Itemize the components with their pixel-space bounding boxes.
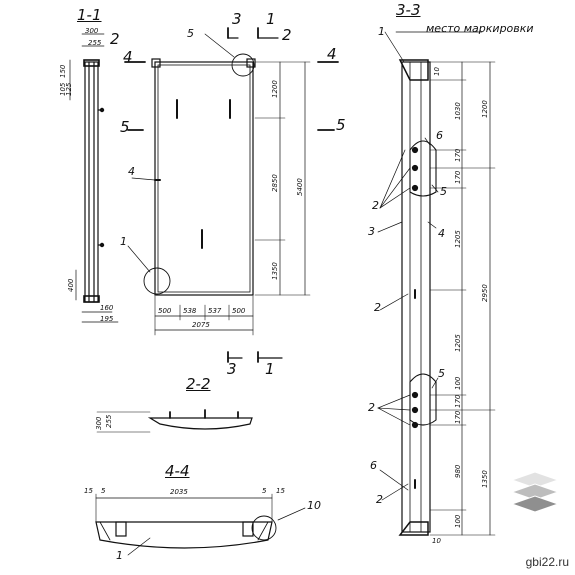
dim-front-2075: 2075 — [192, 321, 210, 329]
position-1-front: 1 — [120, 235, 127, 248]
dim-33-1205-b: 1205 — [454, 334, 462, 352]
position-4-front: 4 — [128, 165, 135, 178]
dim-33-1030: 1030 — [454, 102, 462, 120]
dim-33-1200: 1200 — [481, 100, 489, 118]
cut-mark-3-top: 3 — [232, 10, 242, 28]
dim-33-170-b: 170 — [454, 170, 462, 184]
dim-33-10-bottom: 10 — [432, 537, 441, 545]
cut-mark-4-left: 4 — [123, 48, 133, 66]
dim-33-980: 980 — [454, 464, 462, 478]
watermark-text: gbi22.ru — [525, 555, 569, 569]
dim-front-537: 537 — [208, 307, 222, 315]
position-2-section-33-mid: 2 — [374, 301, 381, 314]
dim-44-5-right: 5 — [262, 487, 267, 495]
dim-22-255: 255 — [105, 414, 113, 428]
position-5-front: 5 — [187, 27, 194, 40]
position-1-section-44: 1 — [116, 549, 123, 562]
position-2-section-33-lower: 2 — [368, 401, 375, 414]
dim-33-10-top: 10 — [433, 67, 441, 76]
dim-11-125: 125 — [65, 82, 73, 96]
dim-11-105: 105 — [59, 82, 67, 96]
section-3-3 — [377, 31, 496, 536]
position-5-section-33-top: 5 — [440, 185, 447, 198]
dim-11-400: 400 — [67, 278, 75, 292]
position-10-section-44: 10 — [307, 499, 321, 512]
position-5-section-33-bottom: 5 — [438, 367, 445, 380]
section-3-3-title: 3-3 — [396, 1, 421, 19]
dim-44-15-right: 15 — [276, 487, 285, 495]
cut-mark-1-top: 1 — [266, 10, 276, 28]
dim-33-1350: 1350 — [481, 470, 489, 488]
position-3-section-33: 3 — [368, 225, 375, 238]
dim-33-100-a: 100 — [454, 376, 462, 390]
dim-11-300: 300 — [85, 27, 99, 35]
dim-front-5400: 5400 — [296, 178, 304, 196]
section-4-4-title: 4-4 — [165, 462, 190, 480]
dim-front-1350: 1350 — [271, 262, 279, 280]
logo-slab-top — [510, 471, 560, 489]
dim-front-1200: 1200 — [271, 80, 279, 98]
position-1-section-33: 1 — [378, 25, 385, 38]
dim-44-15-left: 15 — [84, 487, 93, 495]
dim-33-170-d: 170 — [454, 410, 462, 424]
section-4-4 — [95, 493, 306, 556]
logo-slab-bottom — [510, 495, 560, 513]
cut-mark-3-bottom: 3 — [227, 360, 237, 378]
dim-33-170-a: 170 — [454, 148, 462, 162]
position-2-section-33-bottom: 2 — [376, 493, 383, 506]
cut-mark-1-bottom: 1 — [265, 360, 275, 378]
position-6-section-33-top: 6 — [436, 129, 443, 142]
section-1-1-title: 1-1 — [77, 6, 102, 24]
stacked-slabs-logo-icon — [510, 471, 560, 513]
position-6-section-33-bottom: 6 — [370, 459, 377, 472]
dim-33-2950: 2950 — [481, 284, 489, 302]
dim-33-100-b: 100 — [454, 514, 462, 528]
dim-11-195: 195 — [100, 315, 114, 323]
dim-33-170-c: 170 — [454, 394, 462, 408]
cut-mark-2-left: 2 — [110, 30, 120, 48]
dim-44-5-left: 5 — [101, 487, 106, 495]
cut-mark-2-right: 2 — [282, 26, 292, 44]
dim-11-150: 150 — [59, 64, 67, 78]
cut-mark-4-right: 4 — [327, 45, 337, 63]
cut-mark-5-right: 5 — [336, 116, 346, 134]
section-2-2-title: 2-2 — [186, 375, 211, 393]
dim-22-300: 300 — [95, 416, 103, 430]
dim-44-2035: 2035 — [170, 488, 188, 496]
marking-location-note: место маркировки — [426, 22, 534, 35]
section-2-2 — [96, 409, 253, 433]
dim-front-2850: 2850 — [271, 174, 279, 192]
front-view — [124, 27, 339, 363]
position-2-section-33-top: 2 — [372, 199, 379, 212]
cut-mark-5-left: 5 — [120, 118, 130, 136]
dim-front-500-b: 500 — [232, 307, 246, 315]
dim-front-500-a: 500 — [158, 307, 172, 315]
dim-33-1205-a: 1205 — [454, 230, 462, 248]
position-4-section-33: 4 — [438, 227, 445, 240]
logo-slab-mid — [510, 483, 560, 501]
dim-11-160: 160 — [100, 304, 114, 312]
section-1-1 — [69, 33, 119, 323]
dim-11-255: 255 — [88, 39, 102, 47]
dim-front-538: 538 — [183, 307, 197, 315]
